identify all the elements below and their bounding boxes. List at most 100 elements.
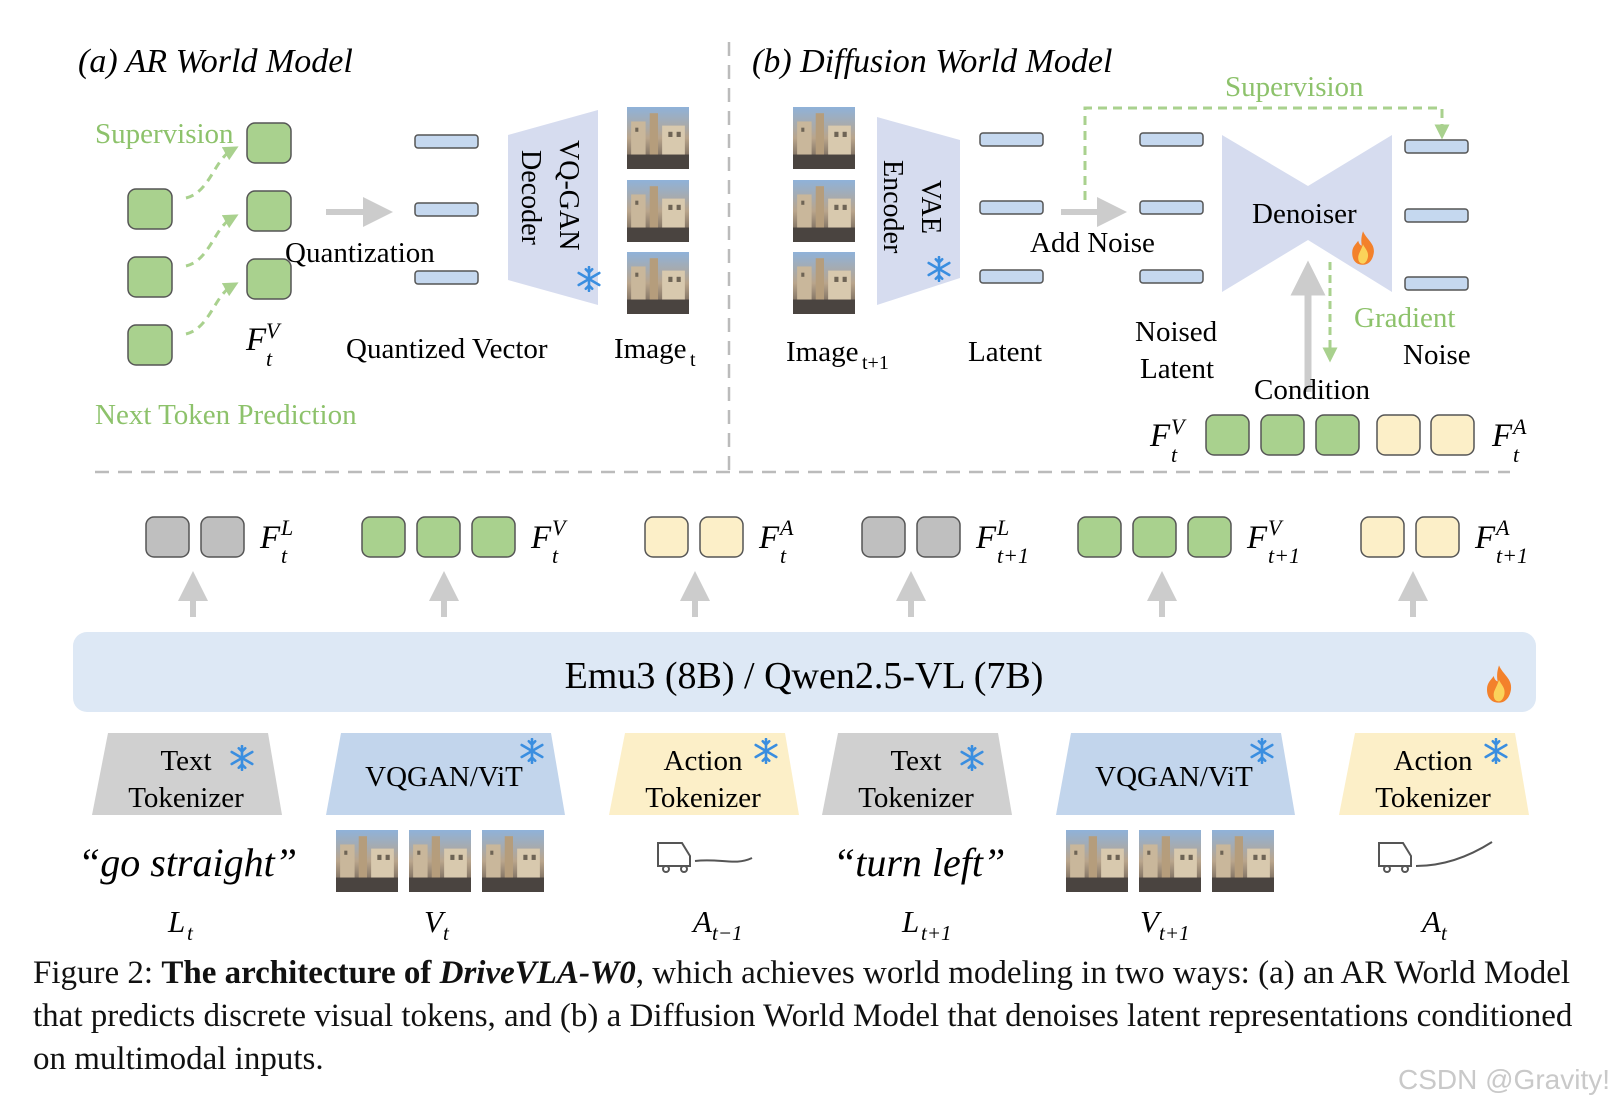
- vqgan-vit-encoder: VQGAN/ViT: [326, 733, 565, 815]
- svg-text:A: A: [1511, 414, 1527, 439]
- quantized-vectors: [414, 134, 479, 285]
- svg-text:t+1: t+1: [862, 352, 889, 374]
- quantized-vector-bar: [414, 134, 479, 149]
- input-label-subscript: t−1: [712, 921, 743, 940]
- feature-superscript: V: [1268, 515, 1284, 540]
- language-token: [145, 516, 190, 558]
- street-image-thumbnail: [482, 830, 544, 892]
- decoded-images: [627, 107, 689, 314]
- feature-superscript: L: [280, 515, 293, 540]
- condition-tokens: F V t F A t: [1149, 414, 1527, 467]
- noise-bar: [1404, 276, 1469, 291]
- vq-gan-decoder-label-1: VQ-GAN: [553, 140, 584, 250]
- noise-vectors: [1404, 139, 1469, 291]
- noised-latent-bar: [1139, 269, 1204, 284]
- feature-symbol: F: [530, 520, 552, 556]
- tokenizer-label-2: Tokenizer: [645, 782, 761, 814]
- action-token: [1376, 414, 1421, 456]
- feature-subscript: t+1: [1496, 543, 1528, 568]
- text-tokenizer: Text Tokenizer: [92, 733, 282, 815]
- panel-b-image-label: Image t+1: [786, 336, 889, 374]
- visual-token: [1187, 516, 1232, 558]
- noised-latent-bar: [1139, 132, 1204, 147]
- feature-subscript: t: [281, 543, 288, 568]
- panel-b-title: (b) Diffusion World Model: [752, 43, 1112, 80]
- input-label-subscript: t+1: [921, 921, 952, 940]
- noise-label: Noise: [1403, 339, 1471, 371]
- caption-bold: The architecture of: [161, 955, 440, 991]
- vae-encoder-label-2: Encoder: [877, 160, 908, 254]
- input-label-subscript: t: [443, 921, 450, 940]
- svg-text:Image: Image: [614, 333, 686, 365]
- condition-label: Condition: [1254, 374, 1371, 406]
- latent-bar: [979, 132, 1044, 147]
- next-token-arrow: [185, 282, 239, 336]
- tokenizer-label-2: Tokenizer: [1375, 782, 1491, 814]
- input-label-subscript: t: [187, 921, 194, 940]
- quantized-vector-bar: [414, 202, 479, 217]
- feature-symbol: F: [1474, 520, 1496, 556]
- figure-caption: Figure 2: The architecture of DriveVLA-W…: [33, 952, 1593, 1081]
- tokenizer-label-2: Tokenizer: [128, 782, 244, 814]
- gradient-label: Gradient: [1354, 302, 1455, 334]
- street-image-thumbnail: [627, 252, 689, 314]
- panel-diffusion-world-model: (b) Diffusion World Model Image t+1 VAE …: [752, 43, 1527, 467]
- latent-bar: [979, 269, 1044, 284]
- input-label-main: A: [1420, 904, 1442, 939]
- feature-superscript: A: [1494, 515, 1510, 540]
- panel-b-supervision-label: Supervision: [1225, 71, 1364, 103]
- car-trajectory-icon: [1378, 841, 1493, 873]
- latent-vectors: [979, 132, 1044, 284]
- visual-token: [471, 516, 516, 558]
- next-token-arrow: [185, 214, 239, 268]
- feature-subscript: t: [552, 543, 559, 568]
- caption-prefix: Figure 2:: [33, 955, 162, 991]
- tokenizers: Text Tokenizer VQGAN/ViT Action Tokenize…: [92, 733, 1529, 815]
- input-label-main: L: [167, 904, 185, 939]
- tokenizer-label-1: VQGAN/ViT: [1095, 761, 1253, 793]
- tokenizer-label-1: Text: [890, 745, 941, 777]
- action-token: [699, 516, 744, 558]
- predicted-token: [246, 258, 292, 300]
- denoiser-block: [1222, 135, 1392, 292]
- noised-latent-label-2: Latent: [1140, 353, 1214, 385]
- noised-latent-bar: [1139, 200, 1204, 215]
- street-image-thumbnail: [793, 180, 855, 242]
- predicted-token: [246, 190, 292, 232]
- feature-superscript: L: [996, 515, 1009, 540]
- street-image-thumbnail: [409, 830, 471, 892]
- feature-subscript: t+1: [997, 543, 1029, 568]
- svg-text:V: V: [1171, 414, 1187, 439]
- panel-a-feature-label: F V t: [245, 318, 282, 371]
- street-image-thumbnail: [793, 252, 855, 314]
- street-image-thumbnail: [1066, 830, 1128, 892]
- action-tokenizer: Action Tokenizer: [609, 733, 799, 815]
- tokenizer-label-1: VQGAN/ViT: [365, 761, 523, 793]
- backbone-label: Emu3 (8B) / Qwen2.5-VL (7B): [565, 655, 1044, 697]
- svg-text:Image: Image: [786, 336, 858, 368]
- backbone-output-arrows: [178, 571, 1428, 617]
- next-token-prediction-label: Next Token Prediction: [95, 399, 357, 431]
- quantization-label: Quantization: [285, 237, 435, 269]
- text-input-turn-left: “turn left”: [833, 840, 1005, 885]
- condition-left-feature-label: F V t: [1149, 414, 1187, 467]
- architecture-diagram: (a) AR World Model Supervision F V t Qua…: [73, 42, 1536, 940]
- denoiser-label: Denoiser: [1252, 198, 1357, 230]
- text-input-go-straight: “go straight”: [78, 840, 297, 885]
- svg-text:V: V: [266, 318, 282, 343]
- panel-a-supervision-label: Supervision: [95, 118, 234, 150]
- action-token: [644, 516, 689, 558]
- svg-text:F: F: [1149, 418, 1171, 454]
- language-token: [916, 516, 961, 558]
